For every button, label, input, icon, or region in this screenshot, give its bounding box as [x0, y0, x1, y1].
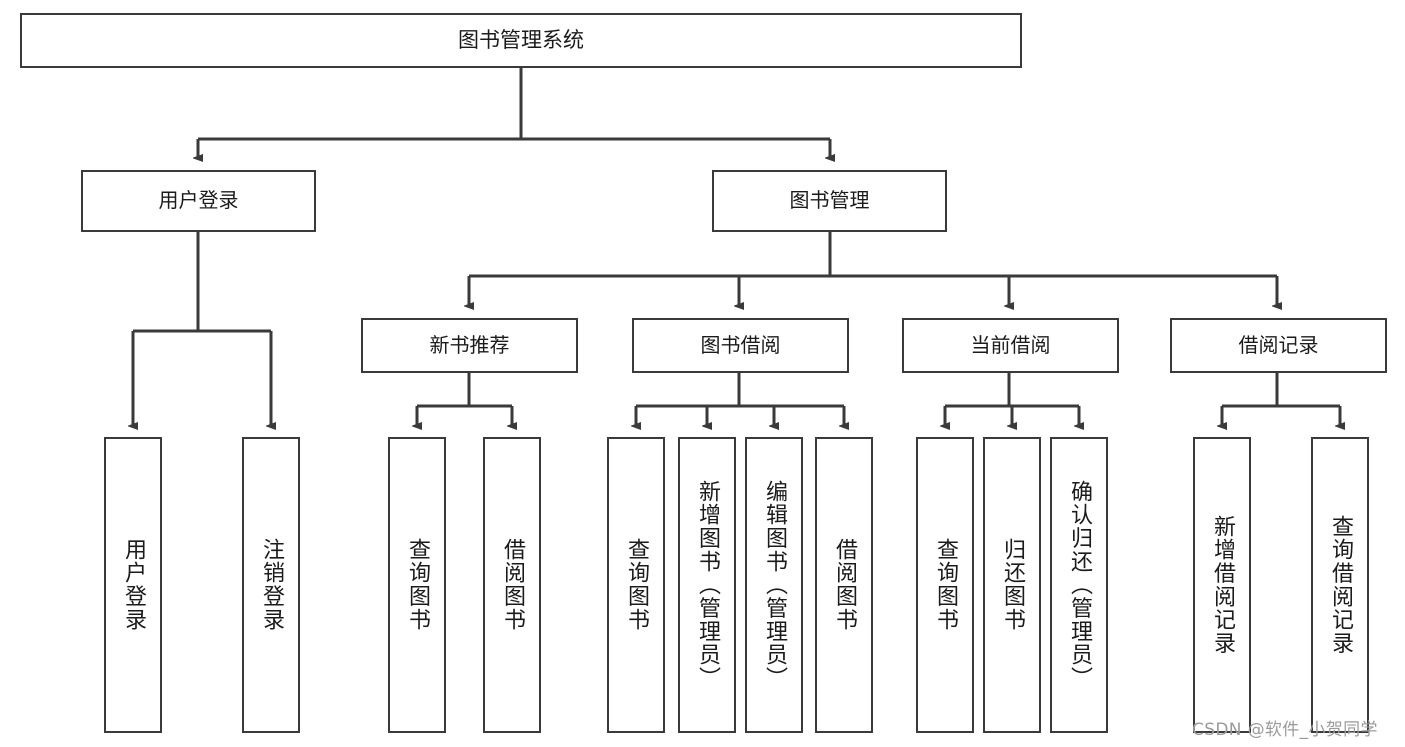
node-user-login-label: 用户登录	[158, 188, 239, 213]
node-book-borrow[interactable]: 图书借阅	[632, 318, 849, 373]
node-root-label: 图书管理系统	[458, 28, 584, 53]
node-leaf-add-record[interactable]: 新增借阅记录	[1193, 437, 1251, 733]
node-leaf-add-record-label: 新增借阅记录	[1210, 515, 1235, 655]
node-leaf-query-book-2-label: 查询图书	[624, 538, 649, 632]
node-leaf-add-book-label: 新增图书（管理员）	[695, 480, 720, 690]
node-leaf-user-login[interactable]: 用户登录	[104, 437, 162, 733]
node-leaf-logout[interactable]: 注销登录	[242, 437, 300, 733]
node-leaf-borrow-book-2-label: 借阅图书	[832, 538, 857, 632]
node-leaf-user-login-label: 用户登录	[121, 538, 146, 632]
node-leaf-return-book[interactable]: 归还图书	[983, 437, 1041, 733]
node-leaf-query-book-3-label: 查询图书	[933, 538, 958, 632]
node-leaf-confirm-return[interactable]: 确认归还（管理员）	[1050, 437, 1108, 733]
node-leaf-return-book-label: 归还图书	[1000, 538, 1025, 632]
node-root[interactable]: 图书管理系统	[20, 13, 1022, 68]
node-leaf-query-book-1-label: 查询图书	[405, 538, 430, 632]
node-leaf-borrow-book-1-label: 借阅图书	[500, 538, 525, 632]
node-new-book-recommend[interactable]: 新书推荐	[361, 318, 578, 373]
node-leaf-borrow-book-1[interactable]: 借阅图书	[483, 437, 541, 733]
node-leaf-borrow-book-2[interactable]: 借阅图书	[815, 437, 873, 733]
node-leaf-confirm-return-label: 确认归还（管理员）	[1067, 480, 1092, 690]
node-leaf-query-record[interactable]: 查询借阅记录	[1311, 437, 1369, 733]
node-new-book-recommend-label: 新书推荐	[429, 332, 510, 357]
node-leaf-query-book-1[interactable]: 查询图书	[388, 437, 446, 733]
node-leaf-query-record-label: 查询借阅记录	[1328, 515, 1353, 655]
node-current-borrow-label: 当前借阅	[970, 332, 1051, 357]
node-leaf-edit-book-label: 编辑图书（管理员）	[762, 480, 787, 690]
node-leaf-query-book-2[interactable]: 查询图书	[607, 437, 665, 733]
node-user-login[interactable]: 用户登录	[81, 170, 316, 232]
node-borrow-record-label: 借阅记录	[1238, 332, 1319, 357]
node-book-management-label: 图书管理	[789, 188, 870, 213]
node-leaf-add-book[interactable]: 新增图书（管理员）	[678, 437, 736, 733]
node-book-management[interactable]: 图书管理	[712, 170, 947, 232]
node-leaf-query-book-3[interactable]: 查询图书	[916, 437, 974, 733]
node-borrow-record[interactable]: 借阅记录	[1170, 318, 1387, 373]
node-leaf-logout-label: 注销登录	[259, 538, 284, 632]
node-current-borrow[interactable]: 当前借阅	[902, 318, 1119, 373]
node-book-borrow-label: 图书借阅	[700, 332, 781, 357]
csdn-watermark: CSDN @软件_小贺同学	[1192, 720, 1378, 740]
node-leaf-edit-book[interactable]: 编辑图书（管理员）	[745, 437, 803, 733]
